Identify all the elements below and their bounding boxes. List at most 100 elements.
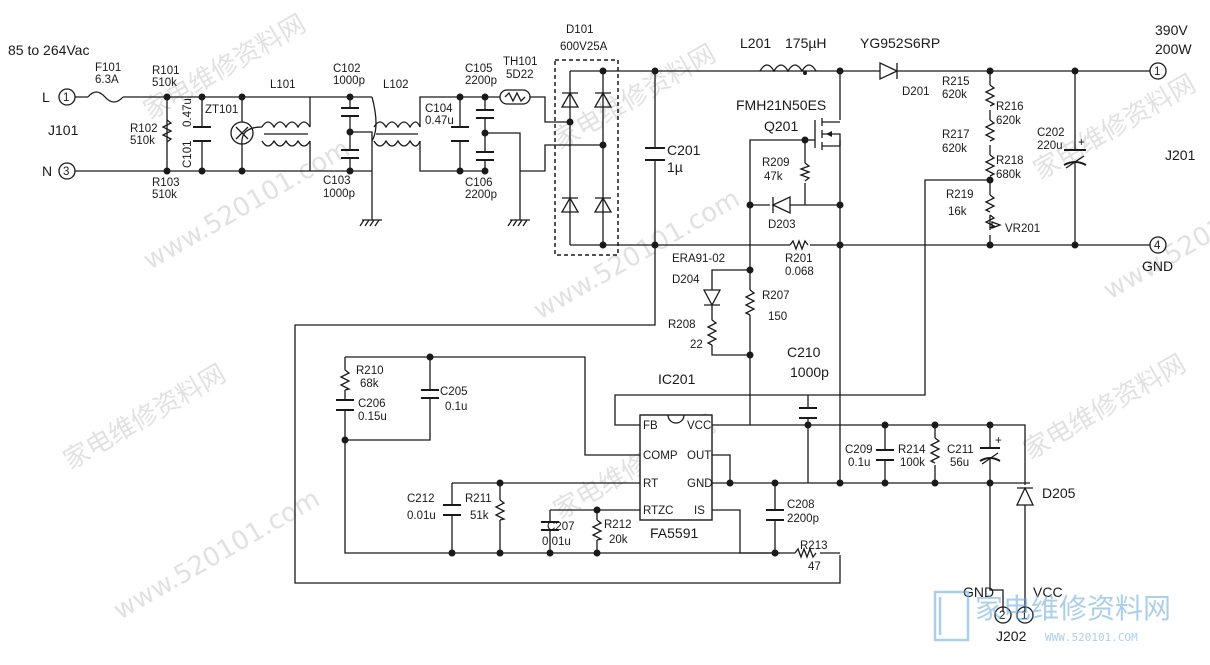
connector-pins bbox=[58, 62, 1167, 624]
site-logo: 家电维修资料网 WWW.520101.COM bbox=[933, 590, 1171, 644]
part-value: 47 bbox=[808, 561, 821, 573]
capacitor-c208-symbol bbox=[766, 509, 784, 521]
part-ref: C207 bbox=[547, 521, 575, 533]
capacitor-c212-symbol bbox=[443, 504, 461, 516]
part-ref: R208 bbox=[668, 319, 696, 331]
capacitor-c101-symbol bbox=[193, 126, 211, 142]
ground-icon bbox=[359, 219, 382, 227]
part-ref: VR201 bbox=[1005, 223, 1040, 235]
watermark-layer: 家电维修资料网 www.520101.com 家电维修资料网 www.52010… bbox=[59, 9, 1210, 626]
resistor-r213-symbol bbox=[794, 547, 817, 559]
part-value: 0.01u bbox=[407, 510, 436, 522]
input-l-label: L bbox=[42, 89, 50, 105]
fuse-f101-symbol bbox=[87, 91, 124, 103]
watermark-site: www.520101.com bbox=[109, 484, 326, 626]
site-logo-text: 家电维修资料网 bbox=[975, 592, 1171, 625]
part-number: ERA91-02 bbox=[672, 253, 725, 265]
capacitor-c105-symbol bbox=[476, 109, 494, 119]
part-ref: D101 bbox=[566, 24, 594, 36]
part-ref: D201 bbox=[902, 86, 930, 98]
pin-label: 1 bbox=[63, 92, 69, 104]
aux-gnd-label: GND bbox=[963, 584, 994, 600]
part-ref: L102 bbox=[383, 79, 409, 91]
choke-l101-symbol bbox=[261, 121, 311, 147]
part-value: 16k bbox=[948, 206, 967, 218]
part-value: 100k bbox=[900, 457, 925, 469]
svg-text:+: + bbox=[1078, 137, 1085, 149]
diode-d204-symbol bbox=[702, 289, 722, 307]
part-ref: R210 bbox=[356, 365, 384, 377]
part-ref: C210 bbox=[787, 344, 821, 360]
part-ref: C205 bbox=[440, 386, 468, 398]
resistor-r208-symbol bbox=[706, 319, 718, 346]
ic-pin-label: IS bbox=[694, 505, 705, 517]
part-value: 22 bbox=[690, 339, 703, 351]
part-ref: R218 bbox=[996, 155, 1024, 167]
jack-j202-label: J202 bbox=[996, 628, 1027, 644]
resistor-r212-symbol bbox=[591, 519, 603, 541]
part-value: 600V25A bbox=[560, 41, 608, 53]
watermark-cn: 家电维修资料网 bbox=[549, 39, 722, 156]
part-ref: D203 bbox=[768, 219, 796, 231]
resistor-r207-symbol bbox=[744, 289, 756, 316]
pin-label: 2 bbox=[999, 610, 1005, 622]
choke-l102-symbol bbox=[373, 121, 421, 147]
aux-vcc-label: VCC bbox=[1033, 584, 1063, 600]
watermark-cn: 家电维修资料网 bbox=[1019, 349, 1192, 466]
part-ref: R207 bbox=[762, 290, 790, 302]
capacitor-c102-symbol bbox=[341, 107, 359, 117]
resistor-r214-symbol bbox=[929, 437, 941, 464]
part-value: 1µ bbox=[667, 159, 683, 175]
part-ref: TH101 bbox=[503, 56, 538, 68]
part-value: 5D22 bbox=[506, 69, 534, 81]
input-spec-label: 85 to 264Vac bbox=[8, 42, 89, 58]
ic-pin-label: OUT bbox=[687, 450, 711, 462]
part-value: 220u bbox=[1037, 140, 1063, 152]
output-gnd-label: GND bbox=[1142, 258, 1173, 274]
part-value: 0.068 bbox=[785, 266, 814, 278]
part-value: 510k bbox=[152, 189, 177, 201]
part-ref: R102 bbox=[130, 123, 158, 135]
capacitor-c206-symbol bbox=[336, 399, 354, 411]
diode-d201-symbol bbox=[879, 61, 905, 81]
part-ref: C103 bbox=[323, 175, 351, 187]
part-number: FMH21N50ES bbox=[736, 97, 826, 113]
pin-label: 3 bbox=[63, 166, 69, 178]
part-value: 150 bbox=[768, 311, 787, 323]
part-ref: R211 bbox=[465, 493, 492, 505]
part-ref: C106 bbox=[465, 177, 493, 189]
resistor-r215-symbol bbox=[984, 84, 996, 107]
part-ref: C209 bbox=[845, 444, 873, 456]
resistor-r216-symbol bbox=[984, 119, 996, 142]
part-value: 620k bbox=[942, 143, 967, 155]
part-ref: C201 bbox=[667, 142, 701, 158]
potentiometer-vr201-symbol bbox=[984, 214, 1002, 229]
ic-pin-label: RTZC bbox=[643, 505, 673, 517]
resistor-r211-symbol bbox=[494, 499, 506, 521]
part-value: 0.1u bbox=[445, 401, 467, 413]
part-ref: L201 bbox=[740, 35, 771, 51]
part-ref: R214 bbox=[898, 444, 926, 456]
part-value: 20k bbox=[609, 534, 628, 546]
ground-icon bbox=[507, 219, 530, 227]
part-ref: R103 bbox=[152, 177, 180, 189]
input-n-label: N bbox=[42, 163, 52, 179]
part-ref: F101 bbox=[95, 62, 121, 74]
part-ref: R213 bbox=[800, 540, 828, 552]
part-value: 0.47u bbox=[425, 115, 454, 127]
pin-label: 4 bbox=[1154, 240, 1161, 252]
part-ref: C102 bbox=[333, 63, 361, 75]
part-ref: R209 bbox=[762, 157, 790, 169]
part-ref: C212 bbox=[407, 493, 435, 505]
part-value: 0.01u bbox=[542, 536, 571, 548]
part-ref: C101 bbox=[182, 141, 194, 169]
ic-pin-label: RT bbox=[643, 478, 658, 490]
diode-d203-symbol bbox=[771, 195, 791, 215]
part-ref: C208 bbox=[787, 499, 815, 511]
part-value: 680k bbox=[996, 169, 1021, 181]
pin-label: 1 bbox=[1154, 66, 1160, 78]
part-value: 2200p bbox=[787, 513, 819, 525]
resistor-r219-symbol bbox=[984, 194, 996, 213]
part-ref: R216 bbox=[996, 101, 1024, 113]
output-power-label: 200W bbox=[1155, 41, 1192, 57]
